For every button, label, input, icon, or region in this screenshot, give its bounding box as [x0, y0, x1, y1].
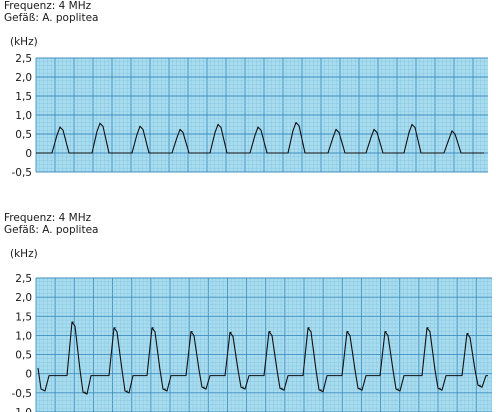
pulse-reverse-point [439, 387, 441, 389]
y-tick-label: 1,5 [15, 311, 32, 323]
grid [35, 277, 492, 412]
doppler-chart-1: 2,5 2,0 1,5 1,0 0,5 0 -0,5 [12, 53, 488, 179]
pulse-peak-point [295, 122, 297, 124]
pulse-peak-point [114, 327, 116, 329]
pulse-reverse-point [320, 389, 322, 391]
pulse-peak-point [179, 128, 181, 131]
y-tick-label: -0,5 [12, 388, 33, 400]
pulse-peak-point [257, 126, 259, 128]
y-tick-label: 1,0 [15, 110, 32, 122]
pulse-peak-point [385, 331, 387, 333]
pulse-peak-point [451, 130, 453, 132]
pulse-peak-point [152, 327, 154, 329]
y-tick-label: 2,0 [15, 72, 32, 84]
y-tick-label: 0,5 [15, 350, 32, 362]
pulse-reverse-point [359, 387, 361, 389]
pulse-peak-point [308, 327, 310, 329]
frequency-label: Frequenz: 4 MHz [4, 212, 92, 224]
doppler-chart-2: 2,5 2,0 1,5 1,0 0,5 0 -0,5 -1,0 [12, 273, 492, 412]
y-axis-unit: (kHz) [10, 248, 38, 260]
pulse-peak-point [230, 331, 232, 333]
y-tick-label: -0,5 [12, 167, 33, 179]
doppler-panel-1: Frequenz: 4 MHz Gefäß: A. poplitea (kHz)… [0, 0, 496, 180]
pulse-reverse-point [164, 388, 166, 390]
pulse-peak-point [467, 332, 469, 335]
pulse-reverse-point [203, 386, 205, 388]
y-tick-label: 2,0 [15, 292, 32, 304]
doppler-panel-2: Frequenz: 4 MHz Gefäß: A. poplitea (kHz)… [0, 212, 496, 412]
doppler-trace [37, 321, 488, 395]
plot-area [36, 278, 492, 412]
y-tick-label: 2,5 [15, 53, 32, 65]
pulse-peak-point [217, 123, 219, 126]
y-tick-label: 0 [25, 148, 32, 160]
pulse-reverse-point [84, 391, 86, 393]
pulse-peak-point [347, 331, 349, 333]
y-tick-label: 0 [25, 369, 32, 381]
y-tick-label: 1,0 [15, 330, 32, 342]
pulse-peak-point [72, 321, 74, 323]
y-axis-unit: (kHz) [10, 36, 38, 48]
pulse-peak-point [373, 128, 375, 131]
pulse-peak-point [59, 126, 61, 128]
pulse-peak-point [99, 122, 101, 124]
y-tick-label: 1,5 [15, 91, 32, 103]
vessel-label: Gefäß: A. poplitea [4, 224, 99, 236]
vessel-label: Gefäß: A. poplitea [4, 12, 99, 24]
pulse-reverse-point [126, 390, 128, 392]
y-tick-label: 2,5 [15, 273, 32, 285]
pulse-peak-point [335, 128, 337, 131]
pulse-peak-point [191, 331, 193, 333]
frequency-label: Frequenz: 4 MHz [4, 0, 92, 12]
pulse-peak-point [411, 123, 413, 126]
pulse-reverse-point [397, 388, 399, 390]
pulse-reverse-point [242, 386, 244, 388]
pulse-peak-point [269, 331, 271, 333]
pulse-peak-point [427, 327, 429, 329]
pulse-reverse-point [281, 387, 283, 389]
pulse-peak-point [139, 125, 141, 127]
pulse-reverse-point [479, 384, 481, 386]
y-tick-label: -1,0 [12, 407, 33, 412]
y-tick-label: 0,5 [15, 129, 32, 141]
